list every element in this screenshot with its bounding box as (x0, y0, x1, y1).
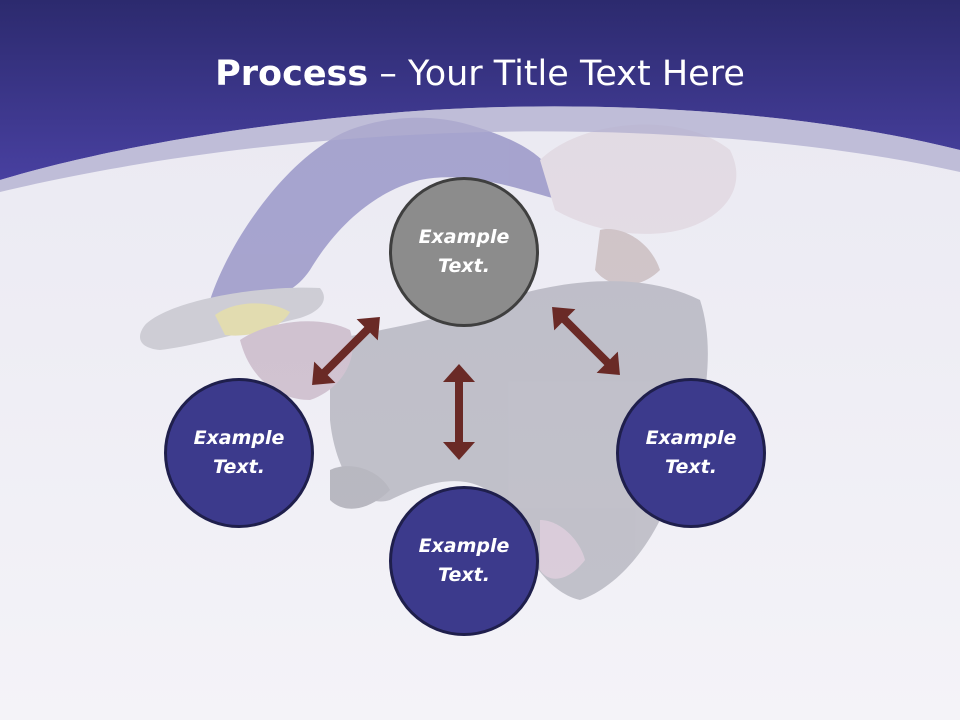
arrow-top-left (312, 317, 380, 385)
node-left-line2: Text. (213, 456, 265, 478)
node-bottom-line1: Example (418, 535, 510, 557)
arrow-top-right (552, 307, 620, 375)
slide-title-rest: – Your Title Text Here (368, 54, 745, 94)
arrow-top-bottom (443, 364, 475, 460)
node-top-line1: Example (418, 226, 510, 248)
node-bottom: Example Text. (389, 486, 539, 636)
node-top-line2: Text. (438, 255, 490, 277)
node-right-line1: Example (645, 427, 737, 449)
node-bottom-line2: Text. (438, 564, 490, 586)
node-left-line1: Example (193, 427, 285, 449)
node-right-line2: Text. (665, 456, 717, 478)
slide-title-bold: Process (215, 54, 369, 94)
node-left: Example Text. (164, 378, 314, 528)
slide-title: Process – Your Title Text Here (0, 52, 960, 96)
node-top: Example Text. (389, 177, 539, 327)
node-right: Example Text. (616, 378, 766, 528)
